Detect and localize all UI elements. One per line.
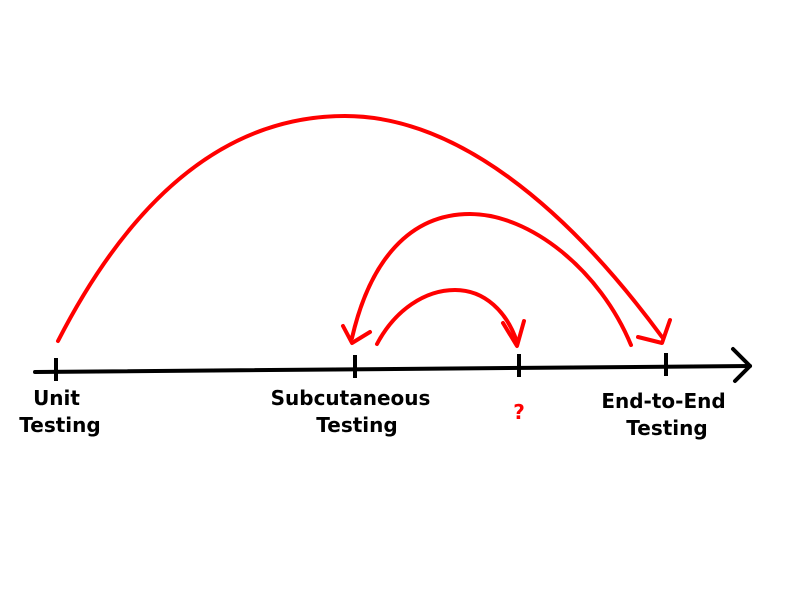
label-subcutaneous-line1: Subcutaneous	[271, 386, 431, 410]
arc-unit-to-e2e	[56, 114, 664, 343]
arrowhead-unknown-icon	[501, 319, 526, 348]
label-e2e: End-to-End Testing	[601, 389, 732, 440]
label-e2e-line1: End-to-End	[601, 389, 725, 413]
label-unknown: ?	[513, 400, 525, 424]
label-unit-line2: Testing	[19, 413, 100, 437]
arc-subcutaneous-to-unknown	[375, 288, 519, 346]
axis-arrowhead-icon	[731, 347, 752, 383]
label-e2e-line2: Testing	[626, 416, 707, 440]
label-unit-line1: Unit	[33, 386, 80, 410]
arrowhead-subcutaneous-icon	[341, 324, 372, 345]
label-subcutaneous: Subcutaneous Testing	[271, 386, 438, 437]
arrowhead-e2e-icon	[636, 318, 672, 345]
label-unit: Unit Testing	[19, 386, 100, 437]
label-subcutaneous-line2: Testing	[316, 413, 397, 437]
spectrum-axis	[33, 364, 752, 374]
arc-e2e-to-subcutaneous	[350, 212, 633, 347]
